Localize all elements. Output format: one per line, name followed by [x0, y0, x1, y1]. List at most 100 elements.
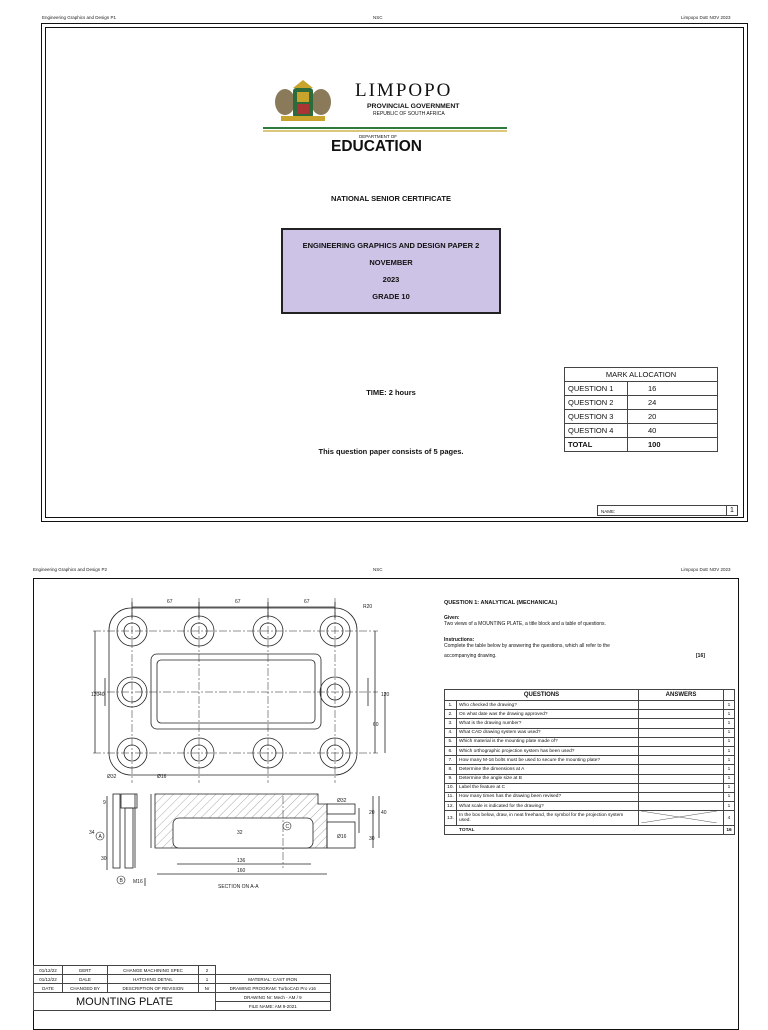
dim-32: 32: [237, 830, 243, 836]
title-block: 01/12/22 GERT CHANGE MACHINING SPEC 2 01…: [33, 965, 331, 1011]
answer-cell[interactable]: [638, 718, 724, 729]
page-border-outer: [41, 23, 748, 522]
q1-instr-1: Complete the table below by answering th…: [444, 643, 610, 649]
answer-cell[interactable]: [638, 782, 724, 793]
answer-cell[interactable]: [638, 801, 724, 812]
drawing-number: DRAWING Nr: Mech - AM / 9: [215, 992, 331, 1002]
dim-34: 34: [89, 830, 95, 836]
material: MATERIAL: CAST IRON: [215, 974, 331, 984]
answer-cell[interactable]: [638, 736, 724, 747]
q1-marks: [16]: [696, 653, 705, 659]
dim-160: 160: [237, 868, 246, 874]
header-right-p2: Limpopo DoE NOV 2023: [681, 567, 731, 572]
table-row: 4.What CAD drawing system was used?1: [444, 727, 735, 738]
dim-67-c: 67: [304, 599, 310, 605]
col-answers: ANSWERS: [638, 689, 724, 701]
mounting-plate-drawing: 67 67 67 R20 120 120 60 40 Ø32 Ø16 Ø32 Ø…: [89, 598, 390, 890]
dim-m16: M16: [133, 879, 143, 885]
answer-cell[interactable]: [638, 727, 724, 738]
table-row: 01/12/22 GERT CHANGE MACHINING SPEC 2: [33, 965, 330, 975]
limpopo-logo: LIMPOPO PROVINCIAL GOVERNMENT REPUBLIC O…: [263, 78, 507, 166]
dim-67-b: 67: [235, 599, 241, 605]
q1-given: Two views of a MOUNTING PLATE, a title b…: [444, 621, 606, 627]
drawing-program: DRAWING PROGRAM: TurboCAD Pro v16: [215, 983, 331, 993]
q1-given-label: Given:: [444, 615, 460, 621]
dim-136: 136: [237, 858, 246, 864]
answer-cell[interactable]: [638, 755, 724, 766]
table-row: 3.What is the drawing number?1: [444, 718, 735, 729]
answer-cell[interactable]: [638, 773, 724, 784]
dim-9: 9: [103, 800, 106, 806]
label-b: B: [120, 878, 124, 884]
paper-title: ENGINEERING GRAPHICS AND DESIGN PAPER 2: [302, 241, 480, 250]
table-row: 7.How many M-16 bolts must be used to se…: [444, 755, 735, 766]
table-row: 11.How many times has the drawing been r…: [444, 791, 735, 803]
answer-cell-cross[interactable]: [638, 810, 724, 827]
dim-r20: R20: [363, 604, 372, 610]
logo-dept: EDUCATION: [331, 138, 422, 155]
dim-d32: Ø32: [107, 774, 117, 780]
name-box[interactable]: NAME: 1: [597, 505, 738, 516]
label-c: C: [286, 824, 290, 830]
table-row: 2.On what date was the drawing approved?…: [444, 709, 735, 720]
q1-instr-label: Instructions:: [444, 637, 475, 643]
logo-gov: PROVINCIAL GOVERNMENT: [367, 103, 460, 110]
dim-d16-section: Ø16: [337, 834, 347, 840]
dim-d32-section: Ø32: [337, 798, 347, 804]
table-row: 13.In the box below, draw, in neat freeh…: [444, 810, 735, 827]
paper-grade: GRADE 10: [372, 292, 410, 301]
table-row: 5.Which material is the mounting plate m…: [444, 736, 735, 747]
dim-120-left: 120: [91, 692, 100, 698]
dim-20: 20: [369, 810, 375, 816]
header-right: Limpopo DoE NOV 2023: [681, 15, 731, 20]
header-center: NSC: [373, 15, 383, 20]
logo-province: LIMPOPO: [355, 80, 453, 101]
page-number: 1: [726, 506, 737, 515]
paper-time: TIME: 2 hours: [366, 388, 416, 397]
cross-out-icon: [640, 811, 718, 824]
page-border-inner: [45, 27, 744, 518]
table-row: MOUNTING PLATE DRAWING Nr: Mech - AM / 9: [33, 992, 331, 1011]
header-left-p2: Engineering Graphics and Design P2: [33, 567, 108, 572]
paper-month: NOVEMBER: [369, 258, 413, 267]
file-name: FILE NAME: AM 9-2021: [215, 1001, 331, 1011]
header-left: Engineering Graphics and Design P1: [42, 15, 117, 20]
answer-cell[interactable]: [638, 699, 724, 711]
section-label: SECTION ON A-A: [218, 884, 259, 890]
answer-cell[interactable]: [638, 791, 724, 803]
table-row: 01/12/22 DALE HATCHING DETAIL 1 MATERIAL…: [33, 974, 331, 984]
table-row: 6.Which orthographic projection system h…: [444, 745, 735, 757]
dim-120-right: 120: [381, 692, 390, 698]
dim-d16: Ø16: [157, 774, 167, 780]
header-center-p2: NSC: [373, 567, 383, 572]
nsc-title: NATIONAL SENIOR CERTIFICATE: [331, 194, 451, 203]
label-a: A: [99, 834, 103, 840]
dim-40-section: 40: [381, 810, 387, 816]
logo-republic: REPUBLIC OF SOUTH AFRICA: [373, 111, 445, 117]
coat-of-arms-icon: [263, 80, 507, 132]
logo-dept-of: DEPARTMENT OF: [359, 134, 398, 139]
answer-cell[interactable]: [638, 764, 724, 775]
questions-table: QUESTIONS ANSWERS 1.Who checked the draw…: [444, 689, 735, 836]
table-row: 12.What scale is indicated for the drawi…: [444, 801, 735, 812]
col-questions: QUESTIONS: [444, 689, 639, 701]
paper-title-box: ENGINEERING GRAPHICS AND DESIGN PAPER 2 …: [281, 228, 501, 314]
dim-30: 30: [101, 856, 107, 862]
answer-cell[interactable]: [638, 709, 724, 720]
q1-instr-2: accompanying drawing.: [444, 653, 497, 659]
q1-title: QUESTION 1: ANALYTICAL (MECHANICAL): [444, 600, 558, 606]
name-label: NAME:: [601, 509, 616, 514]
answer-cell[interactable]: [638, 745, 724, 757]
paper-year: 2023: [382, 275, 400, 284]
drawing-name: MOUNTING PLATE: [33, 992, 216, 1011]
dim-40: 40: [99, 692, 105, 698]
